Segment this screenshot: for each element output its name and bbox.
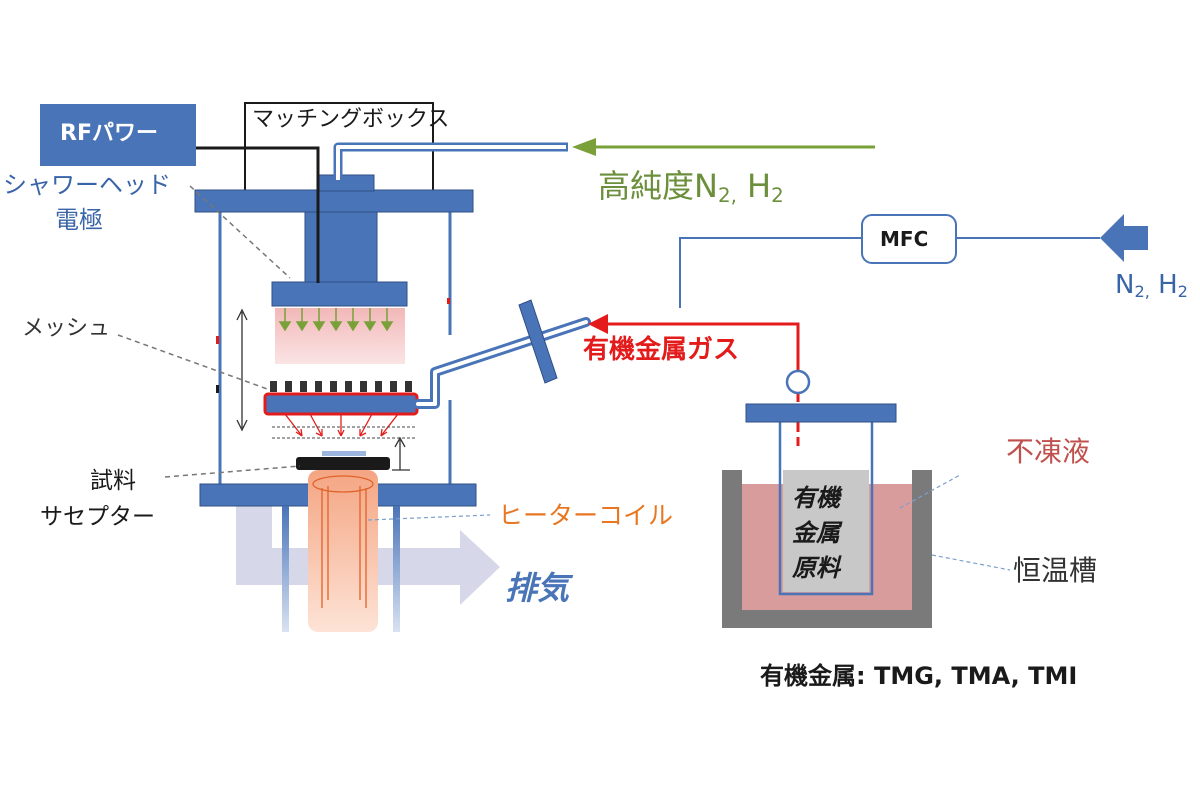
carrier-gas-line	[679, 237, 1100, 308]
rf-cable	[196, 146, 320, 283]
exhaust-label: 排気	[505, 569, 570, 607]
antifreeze-label: 不凍液	[1006, 435, 1091, 468]
showerhead-gas-arrows	[278, 308, 394, 332]
mfc-box	[861, 214, 957, 264]
carrier-gas-label-sub1: 2,	[1134, 282, 1150, 302]
chamber	[218, 212, 452, 484]
carrier-gas-label: N2, H2	[1115, 270, 1188, 302]
mfc-label: MFC	[880, 227, 929, 251]
sample-label-line1: 試料	[90, 468, 136, 494]
high-purity-gas-label-mid: H	[736, 167, 772, 205]
height-indicators	[236, 308, 410, 471]
carrier-gas-label-sub2: 2	[1177, 282, 1188, 302]
showerhead-stem	[304, 211, 378, 283]
leader-lines	[117, 185, 1011, 571]
mo-gas-pipe	[413, 317, 591, 409]
bubbler-vessel	[778, 420, 874, 596]
source-label-line2: 金属	[792, 519, 840, 547]
sample-wafer	[322, 451, 366, 456]
rf-power-label: RFパワー	[60, 121, 158, 146]
support-leg	[393, 506, 400, 632]
chamber-mark	[447, 298, 450, 304]
mesh	[270, 381, 412, 392]
mesh-label: メッシュ	[22, 316, 111, 341]
gas-inlet-pipe-inner	[336, 145, 566, 180]
carrier-inlet-arrow	[1100, 214, 1148, 262]
heater-coil-wire	[312, 475, 374, 608]
mo-distribution-arrows	[284, 413, 399, 437]
thermostat-bath-label: 恒温槽	[1013, 554, 1098, 587]
showerhead-label-line2: 電極	[55, 206, 103, 234]
thermostat-bath	[722, 470, 932, 628]
high-purity-gas-label: 高純度N2, H2	[598, 167, 784, 205]
chamber-mark	[216, 385, 219, 393]
organometal-gas-line	[606, 322, 800, 372]
sample-label-line2: サセプター	[40, 504, 155, 530]
rf-power-box	[40, 104, 196, 166]
carrier-gas-label-h: H	[1149, 270, 1178, 300]
valve	[785, 369, 811, 395]
high-purity-gas-arrow	[572, 138, 875, 156]
organometal-gas-label: 有機金属ガス	[583, 335, 740, 365]
high-purity-gas-label-sub1: 2,	[717, 183, 737, 207]
support-leg	[282, 506, 289, 632]
matching-box-label: マッチングボックス	[252, 107, 450, 132]
showerhead-neck-cap	[317, 174, 375, 192]
source-material	[783, 470, 869, 592]
bubbler-lid	[745, 403, 897, 423]
showerhead-electrode	[271, 281, 408, 307]
carrier-gas-label-n: N	[1115, 270, 1135, 300]
mo-pipe-flange	[518, 299, 558, 384]
heater-coil	[308, 470, 378, 632]
plasma-region	[275, 308, 405, 364]
source-label-line3: 原料	[792, 554, 840, 582]
top-flange	[194, 189, 474, 213]
high-purity-gas-label-prefix: 高純度N	[598, 167, 718, 205]
high-purity-gas-label-sub2: 2	[771, 183, 784, 207]
source-label-line1: 有機	[792, 484, 840, 512]
gas-inlet-pipe	[333, 142, 568, 178]
susceptor	[296, 457, 390, 470]
mo-distribution-plate	[263, 392, 419, 416]
chamber-mark	[216, 336, 219, 344]
heater-coil-label: ヒーターコイル	[498, 501, 674, 530]
organometal-gas-arrow	[588, 314, 608, 334]
footnote: 有機金属: TMG, TMA, TMI	[760, 662, 1078, 690]
showerhead-label-line1: シャワーヘッド	[3, 171, 171, 199]
